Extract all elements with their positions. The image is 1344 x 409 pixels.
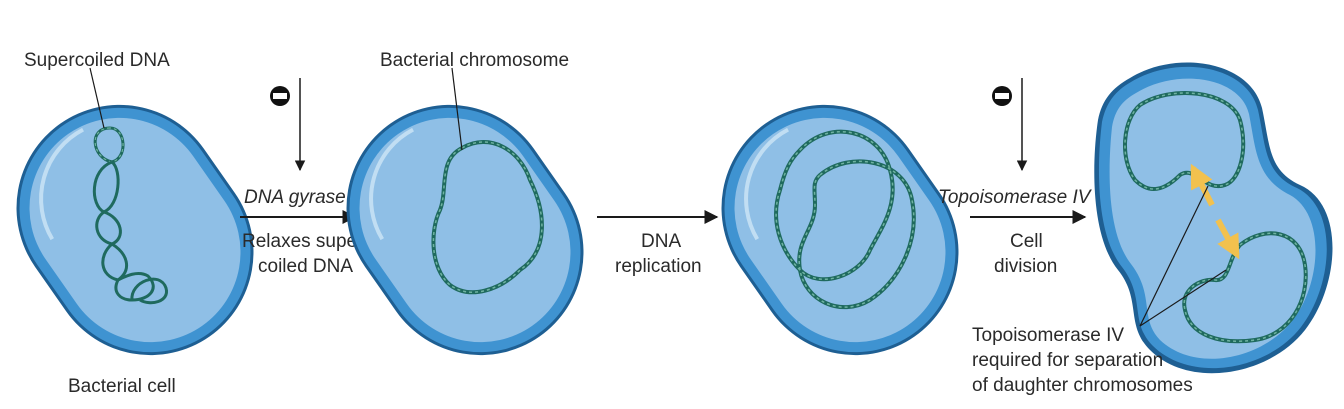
topoisomerase-enzyme-label: Topoisomerase IV xyxy=(938,187,1093,208)
gyrase-effect-line2: coiled DNA xyxy=(258,256,353,277)
replication-line2: replication xyxy=(615,256,702,277)
topo-note-line1: Topoisomerase IV xyxy=(972,325,1124,346)
replication-step: DNA replication xyxy=(597,210,719,277)
supercoiled-dna-loop xyxy=(92,126,168,305)
daughter-chromosome-bottom xyxy=(1182,231,1308,344)
topoisomerase-step: Topoisomerase IV Cell division xyxy=(938,78,1093,277)
dividing-cell: Topoisomerase IV required for separation… xyxy=(972,62,1333,396)
separation-arrow-down xyxy=(1215,218,1240,260)
chromosome-pointer xyxy=(451,67,463,151)
division-line2: division xyxy=(994,256,1057,277)
gyrase-effect-line1: Relaxes super- xyxy=(242,231,370,252)
topo-note-pointer-2 xyxy=(1139,269,1227,327)
topo-note-line2: required for separation xyxy=(972,350,1163,371)
bacterial-cell-3 xyxy=(721,104,959,356)
minus-circle-icon xyxy=(270,86,290,106)
bacterial-cell-1: Supercoiled DNA Bacterial cell xyxy=(16,50,254,397)
topo-note-pointer-1 xyxy=(1139,185,1209,327)
gyrase-step: DNA gyrase Relaxes super- coiled DNA xyxy=(240,78,370,277)
bacterial-cell-label: Bacterial cell xyxy=(68,376,176,397)
minus-circle-icon xyxy=(992,86,1012,106)
relaxed-chromosome xyxy=(431,140,544,295)
topo-note-line3: of daughter chromosomes xyxy=(972,375,1193,396)
replicated-chromosomes xyxy=(774,129,916,310)
supercoiled-dna-label: Supercoiled DNA xyxy=(24,50,170,71)
separation-arrow-up xyxy=(1190,163,1215,207)
bacterial-chromosome-label: Bacterial chromosome xyxy=(380,50,569,71)
gyrase-enzyme-label: DNA gyrase xyxy=(244,187,346,208)
division-line1: Cell xyxy=(1010,231,1043,252)
bacterial-cell-2: Bacterial chromosome xyxy=(346,50,584,356)
replication-line1: DNA xyxy=(641,231,681,252)
supercoiled-dna-pointer xyxy=(89,67,105,129)
